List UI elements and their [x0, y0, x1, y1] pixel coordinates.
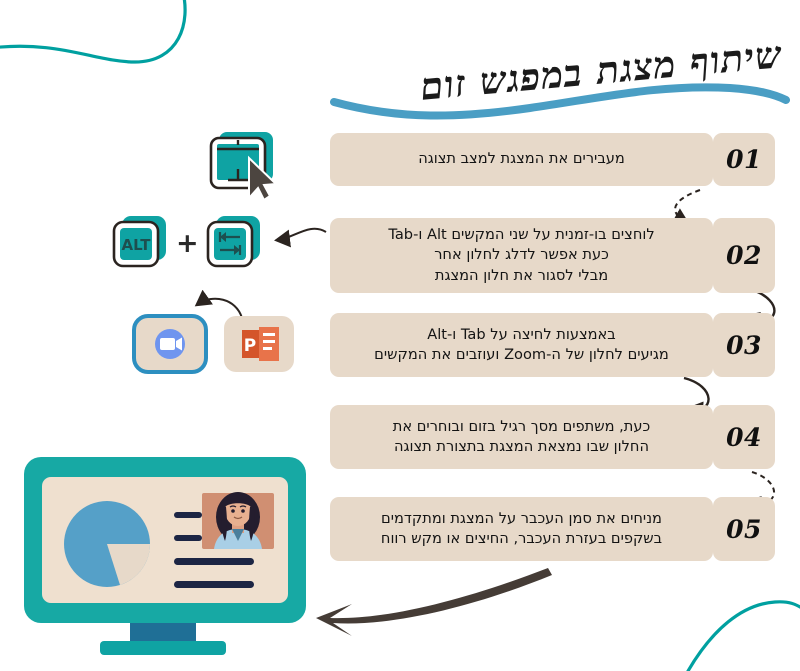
step-03-line-1: באמצעות לחיצה על Tab ו-Alt	[427, 325, 616, 343]
monitor-base	[100, 641, 226, 655]
presentation-screen-icon	[209, 132, 279, 200]
step-02-line-2: כעת אפשר לדלג לחלון אחר	[434, 246, 609, 264]
step-05-line-1: מניחים את סמן העכבר על המצגת ומתקדמים	[381, 509, 662, 527]
screen-text-line-4	[174, 581, 254, 588]
alt-tab-keys-icon: ALT	[112, 216, 260, 268]
step-row-02: לוחצים בו-זמנית על שני המקשים Alt ו-Tab …	[330, 218, 785, 293]
step-01-text: מעבירים את המצגת למצב תצוגה	[330, 133, 713, 186]
step-02-line-3: מבלי לסגור את חלון המצגת	[434, 266, 609, 284]
step-05-number: 05	[713, 497, 775, 561]
step-row-05: מניחים את סמן העכבר על המצגת ומתקדמים בש…	[330, 497, 785, 561]
arrow-to-monitor	[316, 568, 552, 636]
powerpoint-letter: P	[244, 336, 256, 356]
step-01-number: 01	[713, 133, 775, 186]
decorative-wave-top-left	[0, 0, 187, 64]
step-05-text: מניחים את סמן העכבר על המצגת ומתקדמים בש…	[330, 497, 713, 561]
mouse-cursor-icon	[248, 155, 279, 200]
screen-text-line-2	[174, 535, 202, 541]
alt-key-label: ALT	[122, 236, 152, 254]
pie-chart-icon	[64, 501, 150, 587]
step-01-line-1: מעבירים את המצגת למצב תצוגה	[418, 150, 625, 168]
step-row-01: מעבירים את המצגת למצב תצוגה 01	[330, 133, 785, 186]
page-title-block: שיתוף מצגת במפגש זום	[330, 22, 790, 122]
step-03-number: 03	[713, 313, 775, 377]
step-04-line-2: החלון שבו נמצאת המצגת בתצורת תצוגה	[394, 438, 649, 455]
step-03-line-2: מגיעים לחלון של ה-Zoom ועוזבים את המקשים	[374, 346, 669, 363]
step-02-text: לוחצים בו-זמנית על שני המקשים Alt ו-Tab …	[330, 218, 713, 293]
zoom-app-icon	[132, 314, 208, 374]
participant-video-thumbnail	[202, 492, 274, 549]
screen-text-line-1	[174, 512, 202, 518]
step-row-03: באמצעות לחיצה על Tab ו-Alt מגיעים לחלון …	[330, 313, 785, 377]
decorative-wave-bottom-right	[686, 600, 800, 671]
step-02-line-1: לוחצים בו-זמנית על שני המקשים Alt ו-Tab	[388, 226, 655, 244]
step-row-04: כעת, משתפים מסך רגיל בזום ובוחרים את החל…	[330, 405, 785, 469]
screen-text-line-3	[174, 558, 254, 565]
connector-02-to-keys	[274, 227, 327, 248]
monitor-icon	[24, 457, 306, 655]
step-05-line-2: בשקפים בעזרת העכבר, החיצים או מקש רווח	[380, 530, 663, 547]
step-02-number: 02	[713, 218, 775, 293]
step-03-text: באמצעות לחיצה על Tab ו-Alt מגיעים לחלון …	[330, 313, 713, 377]
powerpoint-app-icon: P	[224, 316, 294, 372]
step-04-line-1: כעת, משתפים מסך רגיל בזום ובוחרים את	[392, 417, 651, 435]
title-underline-wave	[330, 83, 790, 120]
step-04-number: 04	[713, 405, 775, 469]
step-04-text: כעת, משתפים מסך רגיל בזום ובוחרים את החל…	[330, 405, 713, 469]
alt-key-icon: ALT	[112, 216, 166, 268]
zoom-powerpoint-icons: P	[132, 314, 294, 374]
plus-sign: +	[176, 228, 199, 259]
tab-key-icon	[206, 216, 260, 268]
